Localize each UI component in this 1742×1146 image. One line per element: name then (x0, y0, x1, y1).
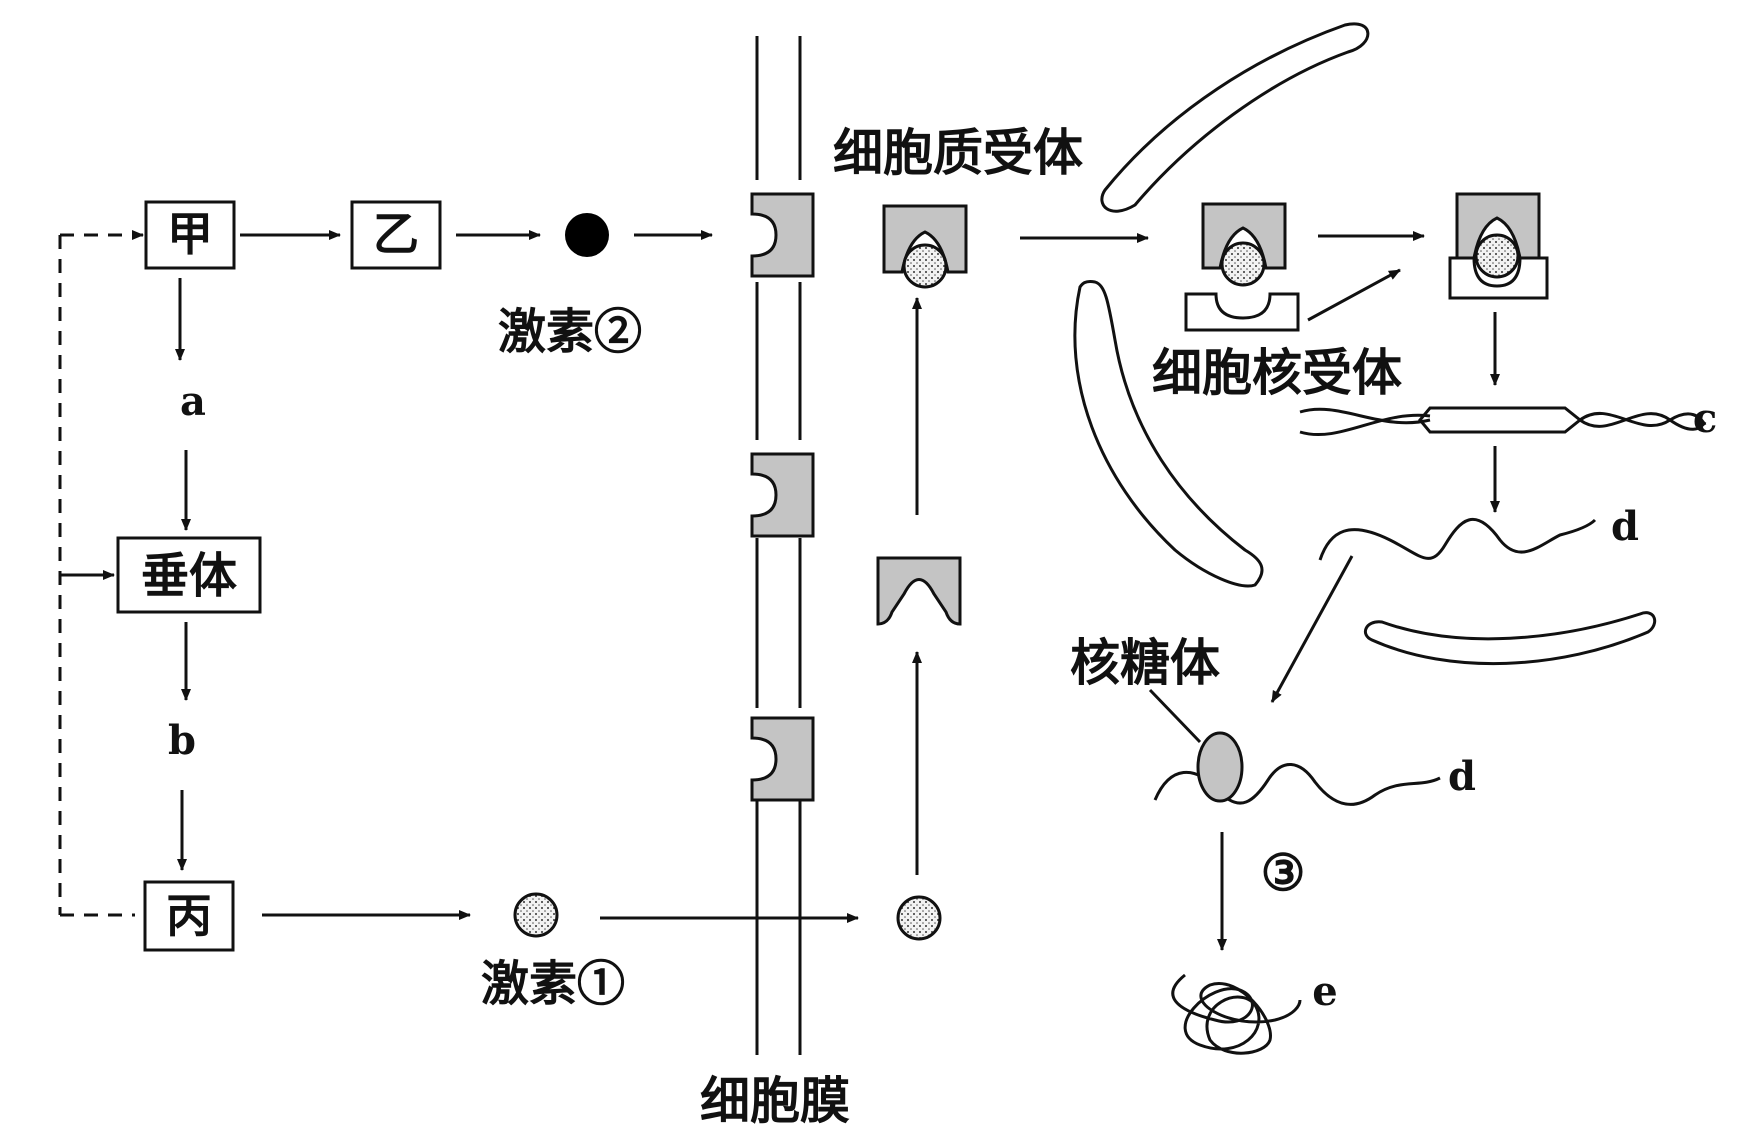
ribosome (1196, 731, 1244, 803)
hormone2-molecule (565, 213, 609, 257)
box-yi-label: 乙 (373, 207, 419, 261)
ribosome-label: 核糖体 (1070, 633, 1220, 692)
label-b: b (168, 717, 196, 764)
nuclear-envelope (1073, 22, 1657, 666)
arrow-nuclear-receptor-to-complex (1307, 268, 1401, 322)
nucleus-events: 细胞核受体 c d (1152, 192, 1717, 703)
nuclear-receptor (1184, 292, 1300, 332)
box-chuiti-label: 垂体 (141, 548, 237, 604)
cytoplasm-receptor-label: 细胞质受体 (833, 123, 1083, 182)
box-bing: 丙 (143, 880, 235, 952)
membrane-receptor-bottom (750, 716, 815, 802)
label-e: e (1312, 968, 1337, 1015)
hormone1-molecule (513, 892, 559, 938)
nuclear-receptor-label: 细胞核受体 (1152, 343, 1402, 402)
cytoplasm-pathway: 细胞质受体 (833, 123, 1149, 941)
box-chuiti: 垂体 (116, 536, 262, 614)
box-jia: 甲 (144, 200, 236, 270)
box-yi: 乙 (350, 200, 442, 270)
box-jia-label: 甲 (167, 207, 213, 261)
membrane-receptor-top (750, 192, 815, 278)
hormone1-label: 激素① (481, 956, 625, 1012)
mrna-d-top (1318, 517, 1597, 561)
protein-e (1171, 973, 1302, 1055)
ribosome-pointer-line (1148, 688, 1202, 744)
process3-label: ③ (1261, 843, 1306, 902)
endocrine-axis: 甲 乙 激素② a 垂体 b 丙 激 (58, 200, 859, 1012)
box-bing-label: 丙 (166, 889, 212, 943)
hormone1-in-cell (896, 895, 942, 941)
nuclear-envelope-top (1100, 22, 1370, 213)
dna-c (1299, 406, 1707, 437)
full-complex-nuclear-receptor (1448, 256, 1549, 300)
membrane-receptor-middle (750, 452, 815, 538)
cell-membrane-label: 细胞膜 (700, 1071, 850, 1130)
translation: 核糖体 d ③ e (1070, 633, 1476, 1055)
cytoplasm-receptor-free (876, 556, 962, 626)
full-complex-hormone (1474, 233, 1520, 279)
label-d-bottom: d (1448, 753, 1476, 800)
arrow-mrna-to-ribosome (1270, 555, 1354, 703)
label-d-top: d (1611, 503, 1639, 550)
label-c: c (1693, 395, 1717, 442)
bound-hormone (902, 243, 948, 289)
label-a: a (180, 378, 206, 425)
nuclear-envelope-bottom (1363, 611, 1657, 666)
nuclear-envelope-left (1073, 280, 1264, 588)
hormone2-label: 激素② (498, 304, 642, 360)
complex-hormone (1220, 241, 1266, 287)
cell-membrane: 细胞膜 (700, 36, 850, 1130)
